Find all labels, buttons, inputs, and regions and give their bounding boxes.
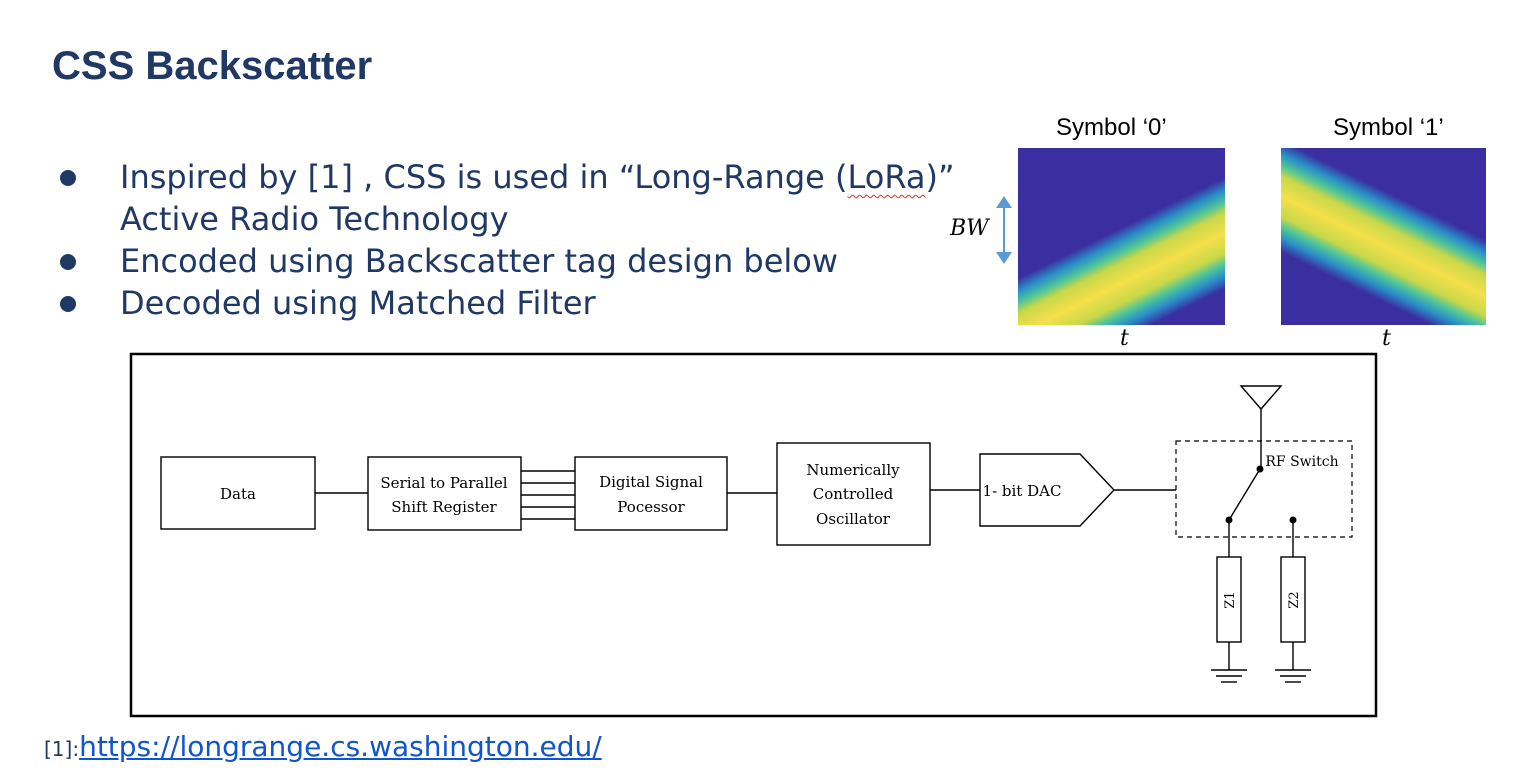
footnote: [1]:https://longrange.cs.washington.edu/ xyxy=(44,730,602,763)
rf-switch-label: RF Switch xyxy=(1265,454,1338,470)
z2-label: Z2 xyxy=(1287,591,1302,608)
bw-label: BW xyxy=(950,216,989,241)
shift-register-block xyxy=(367,456,522,531)
bullet-item-1: Inspired by [1] , CSS is used in “Long-R… xyxy=(60,156,955,240)
bullet-3-text: Decoded using Matched Filter xyxy=(120,284,596,322)
bullet-dot xyxy=(60,254,76,270)
diagram-frame xyxy=(129,352,1378,718)
dac-block xyxy=(979,453,1115,527)
footnote-link[interactable]: https://longrange.cs.washington.edu/ xyxy=(79,730,602,763)
t-label-symbol-1: t xyxy=(1382,326,1391,351)
shift-register-label-2: Shift Register xyxy=(391,498,497,516)
nco-label-3: Oscillator xyxy=(816,510,891,528)
dsp-label-1: Digital Signal xyxy=(599,473,703,491)
footnote-ref: [1]: xyxy=(44,737,80,761)
bullet-1-text: Inspired by [1] , CSS is used in “Long-R… xyxy=(120,158,848,196)
data-block xyxy=(160,456,316,530)
t-label-symbol-0: t xyxy=(1120,326,1129,351)
dsp-block xyxy=(574,456,728,531)
nco-label-1: Numerically xyxy=(806,461,900,479)
z2-resistor xyxy=(1280,556,1306,643)
bullet-dot xyxy=(60,296,76,312)
shift-register-label-1: Serial to Parallel xyxy=(380,474,507,492)
dac-label: 1- bit DAC xyxy=(983,482,1062,500)
bw-arrow xyxy=(996,196,1012,264)
bullet-item-2: Encoded using Backscatter tag design bel… xyxy=(60,240,955,282)
z1-resistor xyxy=(1216,556,1242,643)
bullet-dot xyxy=(60,170,76,186)
bullet-list: Inspired by [1] , CSS is used in “Long-R… xyxy=(60,156,955,324)
symbol-spectrograms xyxy=(996,148,1486,325)
bullet-item-3: Decoded using Matched Filter xyxy=(60,282,955,324)
rf-switch-box xyxy=(1175,440,1353,538)
symbol-0-spectrogram xyxy=(1018,148,1225,325)
symbol-1-spectrogram xyxy=(1281,148,1486,325)
lora-term: LoRa xyxy=(847,158,926,196)
bullet-2-text: Encoded using Backscatter tag design bel… xyxy=(120,242,839,280)
page-title: CSS Backscatter xyxy=(52,44,373,88)
bullet-1-suffix: )” xyxy=(925,158,955,196)
ground-icon xyxy=(1211,669,1247,683)
nco-block xyxy=(776,442,931,546)
symbol-0-title: Symbol ‘0’ xyxy=(1056,114,1167,141)
data-block-label: Data xyxy=(220,485,256,503)
antenna-icon xyxy=(1228,385,1283,521)
bullet-1-line2: Active Radio Technology xyxy=(120,200,509,238)
symbol-1-title: Symbol ‘1’ xyxy=(1333,114,1444,141)
dsp-label-2: Pocessor xyxy=(617,498,685,516)
z1-label: Z1 xyxy=(1223,591,1238,608)
ground-icon xyxy=(1275,669,1311,683)
nco-label-2: Controlled xyxy=(813,485,894,503)
